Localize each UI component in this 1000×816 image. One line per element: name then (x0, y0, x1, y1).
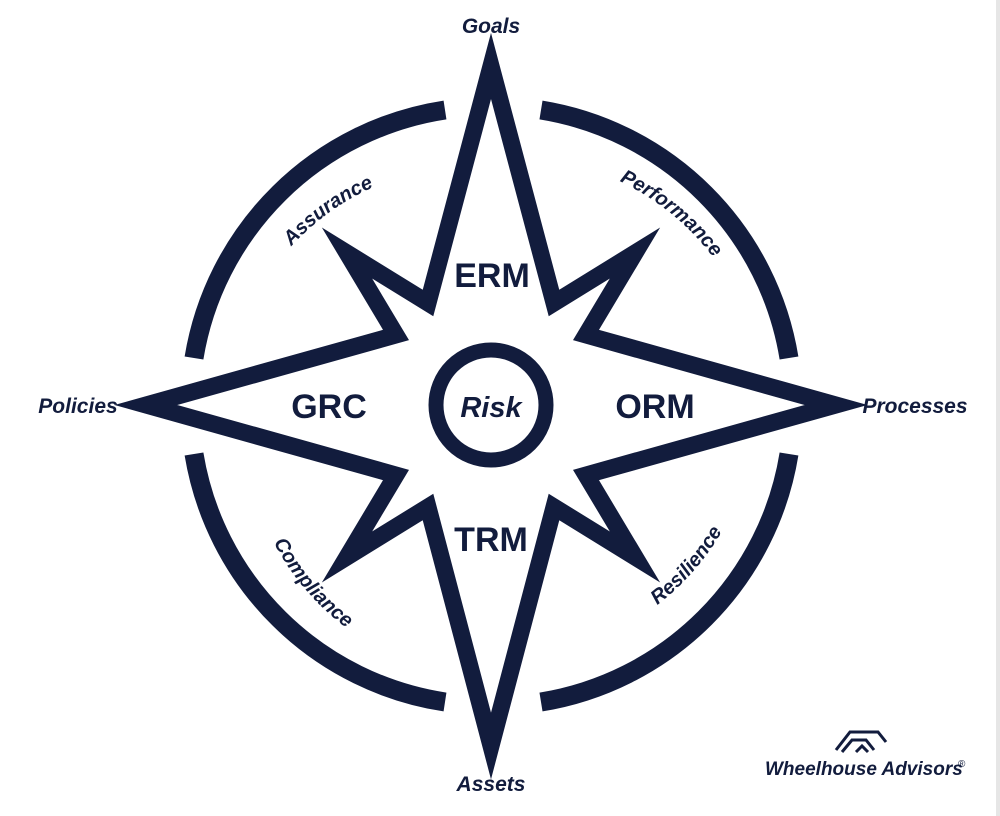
ring-arc-lower-left (184, 452, 447, 712)
inner-label-trm: TRM (454, 521, 528, 559)
inner-label-orm: ORM (615, 388, 694, 426)
inner-label-grc: GRC (291, 388, 367, 426)
inner-label-erm: ERM (454, 257, 530, 295)
center-ring (428, 342, 554, 468)
cardinal-label-assets: Assets (456, 773, 526, 796)
outer-ring (184, 100, 799, 712)
wheelhouse-logo: Wheelhouse Advisors ® (765, 730, 966, 780)
center-label-risk: Risk (460, 392, 523, 424)
cardinal-label-policies: Policies (38, 395, 117, 418)
page-edge (996, 0, 1000, 816)
logo-text: Wheelhouse Advisors (765, 759, 963, 780)
ring-arc-upper-left (184, 100, 447, 360)
wheelhouse-logo-icon (834, 730, 888, 754)
ring-arc-upper-right (539, 100, 799, 360)
ring-arc-lower-right (539, 452, 799, 712)
cardinal-label-goals: Goals (462, 15, 520, 38)
cardinal-label-processes: Processes (862, 395, 967, 418)
logo-registered-mark: ® (958, 759, 966, 770)
